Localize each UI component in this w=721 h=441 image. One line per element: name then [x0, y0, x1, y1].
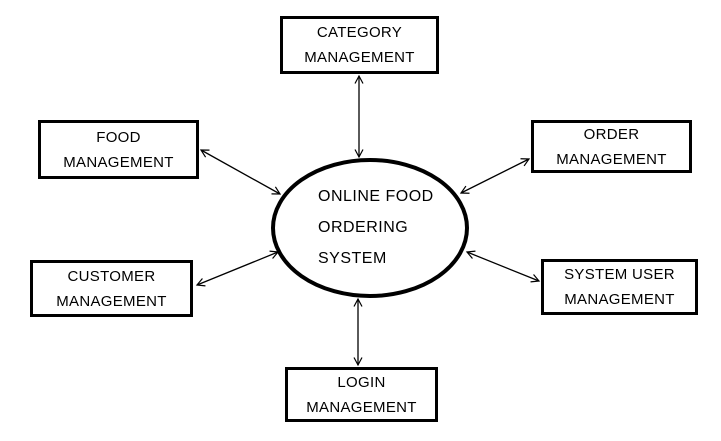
central-ellipse: [271, 158, 469, 298]
node-label-line: MANAGEMENT: [306, 398, 417, 416]
arrow-order-management: [459, 158, 531, 194]
node-label-line: CUSTOMER: [67, 267, 156, 285]
central-label-line: ONLINE FOOD: [318, 188, 434, 205]
node-food-management: FOOD MANAGEMENT: [38, 120, 199, 179]
node-label-line: MANAGEMENT: [56, 292, 167, 310]
node-system-user-management: SYSTEM USER MANAGEMENT: [541, 259, 698, 315]
node-order-management: ORDER MANAGEMENT: [531, 120, 692, 173]
central-label-line: ORDERING: [318, 219, 409, 236]
node-customer-management: CUSTOMER MANAGEMENT: [30, 260, 193, 317]
node-label-line: LOGIN: [337, 373, 386, 391]
node-label-line: SYSTEM USER: [564, 266, 675, 283]
node-label-line: MANAGEMENT: [63, 153, 174, 171]
node-label-line: CATEGORY: [316, 24, 403, 41]
node-category-management: CATEGORY MANAGEMENT: [280, 16, 439, 74]
node-label-line: MANAGEMENT: [556, 150, 667, 168]
node-label-line: MANAGEMENT: [304, 49, 415, 66]
node-label-line: FOOD: [96, 128, 141, 146]
arrow-food-management: [199, 149, 282, 195]
node-label-line: MANAGEMENT: [564, 291, 675, 308]
arrow-system-user-management: [465, 250, 541, 283]
node-login-management: LOGIN MANAGEMENT: [285, 367, 438, 422]
node-label-line: ORDER: [583, 125, 640, 143]
central-label-line: SYSTEM: [318, 250, 387, 267]
central-ellipse-label: ONLINE FOOD ORDERING SYSTEM: [318, 181, 434, 274]
arrow-customer-management: [195, 250, 280, 287]
